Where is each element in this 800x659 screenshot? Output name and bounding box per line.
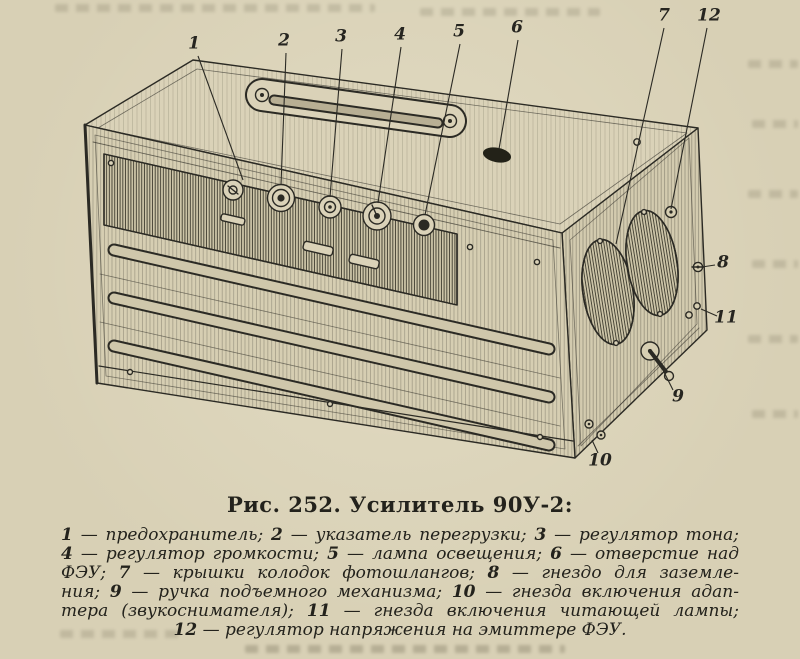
amplifier-drawing xyxy=(83,27,718,459)
bleed-through-row xyxy=(245,645,565,653)
photo-hose-cover xyxy=(581,237,635,347)
vent-slots xyxy=(99,243,561,452)
carry-handle xyxy=(245,78,467,138)
leader-line-7 xyxy=(615,27,665,245)
figure-legend: 1 — предохранитель; 2 — указатель перегр… xyxy=(61,526,739,640)
callout-number-5: 5 xyxy=(453,21,465,42)
tone-knob xyxy=(318,195,342,219)
bottom-skirt xyxy=(98,365,574,442)
callout-number-3: 3 xyxy=(335,26,347,47)
photo-hose-cover xyxy=(625,208,679,318)
callout-number-10: 10 xyxy=(588,450,612,471)
legend-line: 4 — регулятор громкости; 5 — лампа освещ… xyxy=(61,544,739,564)
leader-line-11 xyxy=(700,308,718,317)
device-front-face xyxy=(83,123,576,459)
reading-lamp-sockets xyxy=(685,302,701,319)
front-screw xyxy=(466,243,474,251)
callout-number-7: 7 xyxy=(658,5,670,26)
front-screw xyxy=(107,159,115,167)
callout-number-8: 8 xyxy=(717,252,729,273)
photocell-opening xyxy=(482,147,512,163)
legend-line: ФЭУ; 7 — крышки колодок фотошлангов; 8 —… xyxy=(61,563,739,583)
panel-plate xyxy=(348,253,380,270)
volume-knob xyxy=(362,201,392,231)
legend-line: тера (звукоснимателя); 11 — гнезда включ… xyxy=(61,601,739,621)
leader-line-1 xyxy=(197,55,244,181)
lamp xyxy=(412,213,436,237)
leader-line-3 xyxy=(329,48,343,198)
leader-line-4 xyxy=(377,46,402,204)
voltage-regulator xyxy=(664,205,678,219)
device-top-face xyxy=(84,59,699,234)
fuse-knob xyxy=(220,179,246,226)
leader-line-10 xyxy=(591,439,599,454)
callout-number-4: 4 xyxy=(394,24,406,45)
callout-number-11: 11 xyxy=(714,307,738,328)
callout-leader-lines xyxy=(197,27,718,454)
adapter-sockets xyxy=(584,419,606,440)
leader-line-6 xyxy=(498,39,519,150)
panel-plate xyxy=(302,240,334,257)
callout-number-12: 12 xyxy=(697,5,721,26)
figure-caption: Рис. 252. Усилитель 90У-2: xyxy=(226,492,574,517)
leader-line-9 xyxy=(657,359,674,391)
leader-line-2 xyxy=(280,52,287,186)
callout-number-9: 9 xyxy=(672,386,684,407)
callout-number-2: 2 xyxy=(278,30,290,51)
leader-line-5 xyxy=(424,43,461,216)
legend-line: 12 — регулятор напряжения на эмиттере ФЭ… xyxy=(173,620,627,640)
overload-indicator xyxy=(266,183,296,213)
callout-number-1: 1 xyxy=(188,33,200,54)
front-screw xyxy=(533,258,541,266)
leader-line-8 xyxy=(701,264,716,268)
leader-line-12 xyxy=(670,27,708,210)
legend-line: ния; 9 — ручка подъемного механизма; 10 … xyxy=(61,582,739,602)
callout-number-6: 6 xyxy=(511,17,523,38)
legend-line: 1 — предохранитель; 2 — указатель перегр… xyxy=(61,525,739,545)
